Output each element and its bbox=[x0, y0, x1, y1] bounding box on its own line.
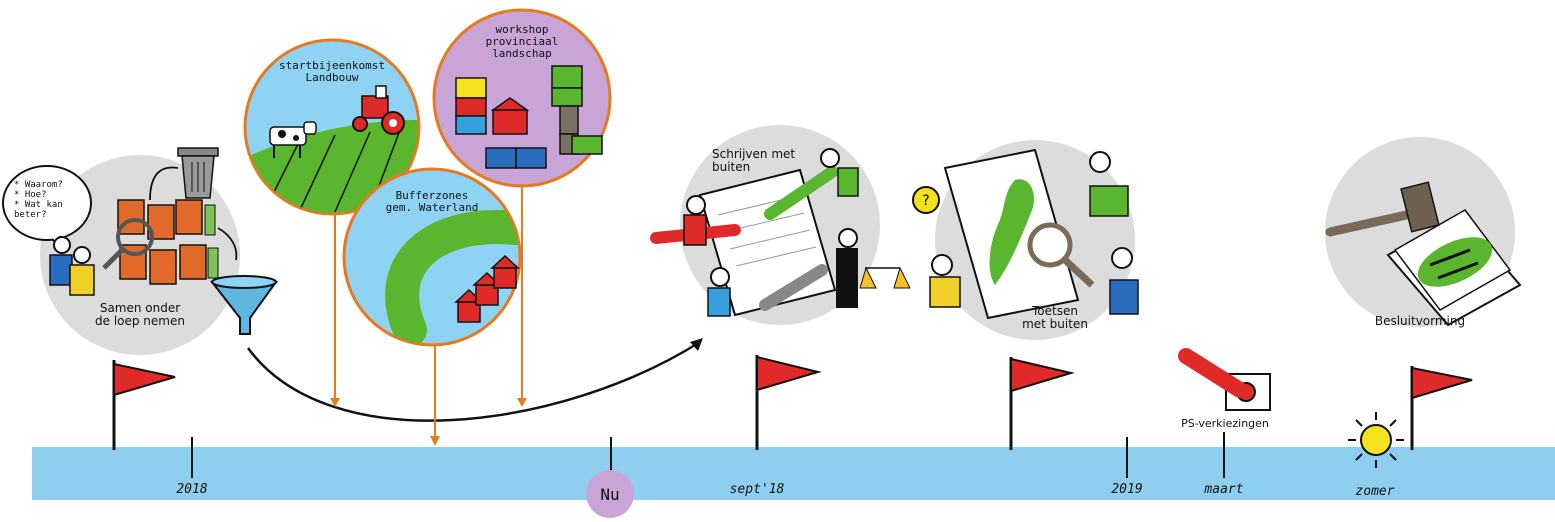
axis-label-sept18: sept'18 bbox=[729, 482, 785, 497]
process-arrow bbox=[246, 340, 701, 422]
flag-4 bbox=[1410, 366, 1473, 450]
label-line: workshop bbox=[495, 23, 549, 36]
axis-label-zomer: zomer bbox=[1355, 484, 1395, 499]
label-line: de loep nemen bbox=[95, 314, 185, 328]
blocks-icon bbox=[455, 65, 603, 169]
event-label-bufferzones: Bufferzones gem. Waterland bbox=[372, 190, 492, 214]
flag-2 bbox=[755, 355, 822, 450]
books-icon bbox=[117, 199, 219, 285]
label-line: provinciaal bbox=[485, 35, 559, 48]
connector-arrow-icon bbox=[517, 398, 527, 407]
phase-label-schrijven: Schrijven met buiten bbox=[712, 148, 802, 174]
label-line: Besluitvorming bbox=[1374, 314, 1466, 328]
speech-bubble bbox=[2, 165, 92, 241]
phase-label-samen: Samen onder de loep nemen bbox=[90, 302, 190, 328]
connector-arrow-icon bbox=[330, 398, 340, 407]
event-label-landbouw: startbijeenkomst Landbouw bbox=[272, 60, 392, 84]
now-marker: Nu bbox=[586, 470, 634, 518]
arrowhead-icon bbox=[690, 338, 703, 351]
document-icon bbox=[943, 148, 1080, 320]
phase-label-toetsen: Toetsen met buiten bbox=[1020, 305, 1090, 331]
flag-1 bbox=[112, 360, 176, 450]
person-icon bbox=[838, 228, 858, 248]
speech-line: * Wat kan bbox=[14, 200, 63, 210]
label-line: gem. Waterland bbox=[385, 201, 479, 214]
timeline-band bbox=[32, 447, 1555, 500]
label-line: met buiten bbox=[1022, 317, 1088, 331]
trash-bin-icon bbox=[177, 147, 219, 199]
event-label-workshop: workshop provinciaal landschap bbox=[470, 24, 574, 60]
label-line: Toetsen bbox=[1032, 304, 1078, 318]
speech-line: beter? bbox=[14, 210, 47, 220]
person-icon bbox=[820, 148, 840, 168]
label-line: Schrijven met bbox=[712, 147, 796, 161]
gavel-icon bbox=[1325, 181, 1440, 237]
person-icon bbox=[1089, 151, 1111, 173]
label-line: Landbouw bbox=[305, 71, 359, 84]
magnifier-icon bbox=[1027, 222, 1095, 288]
label-line: buiten bbox=[712, 160, 751, 174]
axis-label-maart: maart bbox=[1204, 482, 1244, 497]
label-line: Samen onder bbox=[99, 301, 181, 315]
speech-line: * Waarom? bbox=[14, 180, 63, 190]
person-icon bbox=[931, 254, 953, 276]
person-icon bbox=[710, 267, 730, 287]
axis-label-2018: 2018 bbox=[176, 482, 208, 497]
speech-line: * Hoe? bbox=[14, 190, 47, 200]
person-icon bbox=[73, 246, 91, 264]
documents-icon bbox=[1386, 209, 1522, 327]
election-label: PS-verkiezingen bbox=[1170, 417, 1280, 430]
axis-label-2019: 2019 bbox=[1111, 482, 1143, 497]
question-mark-icon: ? bbox=[922, 193, 929, 209]
funnel-icon bbox=[209, 275, 278, 335]
scales-icon bbox=[859, 266, 911, 289]
magnifier-icon bbox=[102, 218, 154, 270]
ballot-icon bbox=[1178, 348, 1271, 411]
sun-icon bbox=[1348, 412, 1404, 468]
cow-icon bbox=[269, 121, 317, 158]
speech-bubble-text: * Waarom? * Hoe? * Wat kan beter? bbox=[14, 180, 63, 220]
label-line: startbijeenkomst bbox=[279, 59, 385, 72]
label-line: Bufferzones bbox=[395, 189, 469, 202]
person-icon bbox=[53, 236, 71, 254]
phase-label-besluit: Besluitvorming bbox=[1370, 315, 1470, 328]
now-label: Nu bbox=[600, 484, 620, 504]
houses-icon bbox=[454, 254, 520, 323]
connector-arrow-icon bbox=[430, 436, 440, 446]
question-bubble-icon bbox=[912, 186, 940, 214]
tractor-icon bbox=[352, 85, 405, 135]
person-icon bbox=[686, 195, 706, 215]
label-line: landschap bbox=[492, 47, 552, 60]
person-icon bbox=[1111, 247, 1133, 269]
flag-3 bbox=[1009, 357, 1075, 450]
